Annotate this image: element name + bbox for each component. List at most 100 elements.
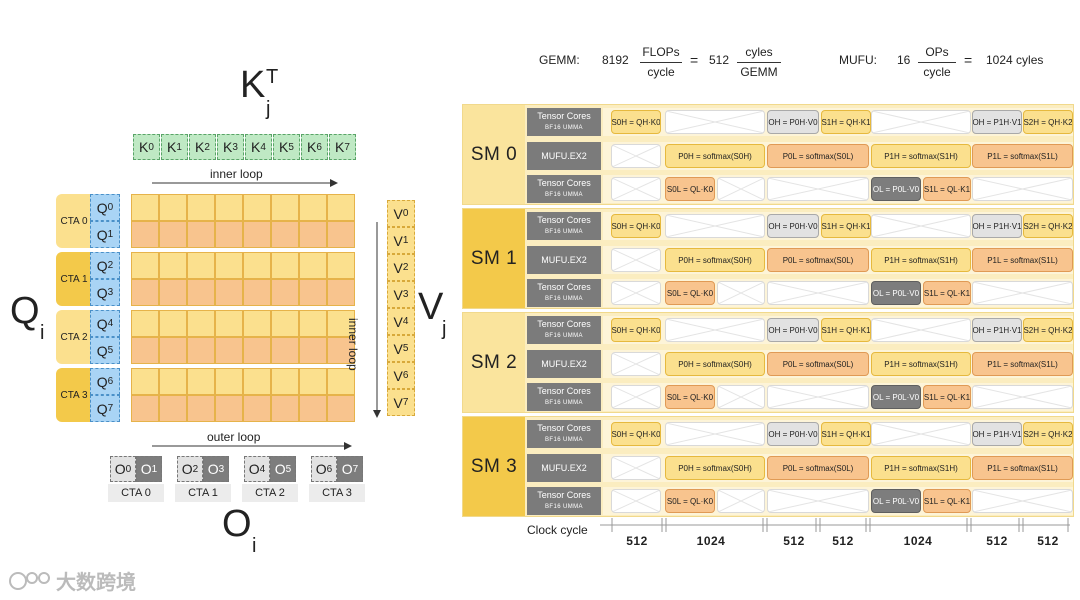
idle-slot	[717, 177, 765, 201]
mufu-frac-den: cycle	[923, 65, 951, 79]
clock-value: 512	[986, 534, 1008, 548]
matrix-cell	[215, 221, 243, 248]
matrix-cell	[271, 337, 299, 364]
idle-slot	[767, 177, 869, 201]
task-block: P0L = softmax(S0L)	[767, 248, 869, 272]
task-block: S0L = QL·K0	[665, 489, 715, 513]
idle-slot	[611, 281, 661, 305]
idle-slot	[717, 281, 765, 305]
idle-slot	[717, 489, 765, 513]
idle-cross-icon	[612, 457, 660, 479]
task-block: OL = P0L·V0	[871, 489, 921, 513]
mufu-value: 16	[897, 53, 911, 67]
idle-slot	[871, 318, 971, 342]
matrix-cell	[215, 310, 243, 337]
unit-title: Tensor Cores	[537, 178, 591, 188]
matrix-cell	[159, 221, 187, 248]
gemm-value: 8192	[602, 53, 629, 67]
matrix-cell	[187, 194, 215, 221]
mufu-label: MUFU:	[839, 53, 877, 67]
gemm-frac2-line	[737, 62, 781, 63]
cta-bottom-label: CTA 0	[108, 484, 164, 502]
idle-slot	[611, 248, 661, 272]
matrix-cell	[159, 337, 187, 364]
task-block: P1L = softmax(S1L)	[972, 144, 1073, 168]
matrix-cell	[187, 221, 215, 248]
idle-cross-icon	[872, 423, 970, 445]
idle-slot	[611, 144, 661, 168]
task-block: S2H = QH·K2	[1023, 214, 1073, 238]
task-block: OH = P0H·V0	[767, 318, 819, 342]
idle-cross-icon	[973, 386, 1072, 408]
unit-subtitle: BF16 UMMA	[545, 192, 583, 198]
mufu-unit: MUFU.EX2	[527, 142, 601, 170]
idle-slot	[717, 385, 765, 409]
idle-slot	[665, 318, 765, 342]
matrix-cell	[215, 252, 243, 279]
idle-slot	[611, 489, 661, 513]
matrix-cell	[299, 310, 327, 337]
matrix-cell	[243, 337, 271, 364]
matrix-cell	[215, 194, 243, 221]
unit-title: Tensor Cores	[537, 215, 591, 225]
idle-cross-icon	[612, 178, 660, 200]
matrix-cell	[271, 194, 299, 221]
task-block: P0L = softmax(S0L)	[767, 352, 869, 376]
clock-value: 512	[832, 534, 854, 548]
mufu-eq: =	[964, 52, 973, 68]
matrix-cell	[243, 368, 271, 395]
idle-cross-icon	[612, 249, 660, 271]
gemm-frac1-line	[640, 62, 682, 63]
task-block: P1H = softmax(S1H)	[871, 144, 971, 168]
task-block: S0H = QH·K0	[611, 318, 661, 342]
matrix-cell	[299, 395, 327, 422]
task-block: P0H = softmax(S0H)	[665, 144, 765, 168]
idle-slot	[611, 385, 661, 409]
matrix-cell	[243, 310, 271, 337]
task-block: P0L = softmax(S0L)	[767, 456, 869, 480]
task-block: S0H = QH·K0	[611, 214, 661, 238]
task-block: OL = P0L·V0	[871, 177, 921, 201]
gemm-eq: =	[690, 52, 699, 68]
idle-cross-icon	[612, 353, 660, 375]
idle-slot	[665, 214, 765, 238]
cta-label: CTA 2	[56, 310, 92, 364]
idle-cross-icon	[973, 282, 1072, 304]
sm-label: SM 1	[463, 209, 525, 308]
matrix-cell	[271, 279, 299, 306]
task-block: OL = P0L·V0	[871, 281, 921, 305]
task-block: P1L = softmax(S1L)	[972, 248, 1073, 272]
gemm-frac2-den: GEMM	[740, 65, 778, 79]
inner-loop-side-label: inner loop	[346, 318, 360, 371]
matrix-cell	[215, 337, 243, 364]
task-block: OH = P1H·V1	[972, 422, 1022, 446]
task-block: P0H = softmax(S0H)	[665, 352, 765, 376]
matrix-cell	[243, 252, 271, 279]
matrix-cell	[159, 310, 187, 337]
idle-slot	[767, 281, 869, 305]
unit-title: Tensor Cores	[537, 111, 591, 121]
matrix-cell	[327, 194, 355, 221]
task-block: S1L = QL·K1	[923, 489, 971, 513]
